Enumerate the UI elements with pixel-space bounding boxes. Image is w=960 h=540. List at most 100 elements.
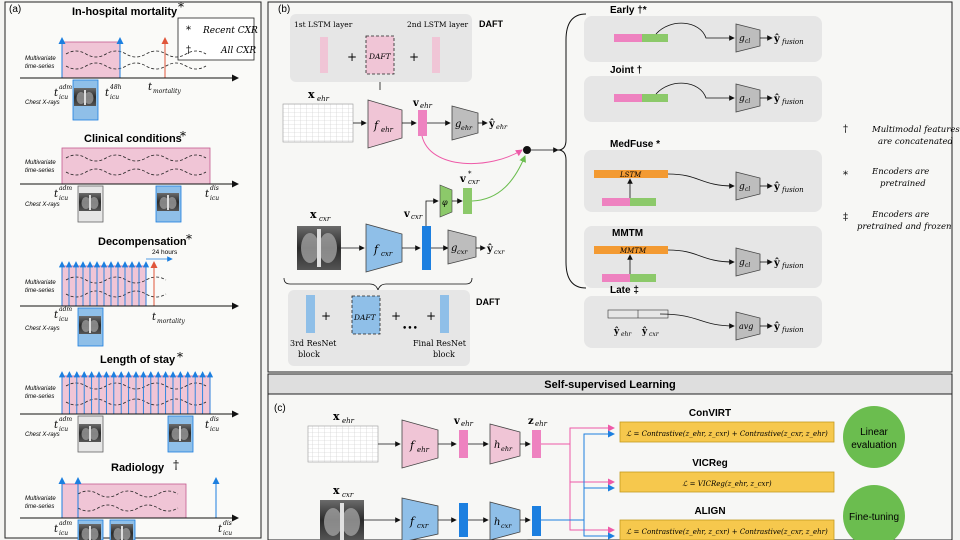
ssl-h-ehr-label: h <box>494 440 500 451</box>
ssl-method-name: VICReg <box>692 458 728 469</box>
phi-projection <box>439 184 453 218</box>
ssl-loss-box <box>619 471 835 493</box>
ts-label: time-series <box>25 504 54 510</box>
note-line: pretrained <box>880 179 926 189</box>
ssl-x-ehr: x <box>333 410 340 423</box>
t-adm: t <box>54 524 59 535</box>
plus: + <box>409 50 419 64</box>
ts-label: Multivariate <box>25 280 56 286</box>
t-dis-sub: icu <box>210 195 219 202</box>
note-line: are concatenated <box>878 137 953 147</box>
ts-label: time-series <box>25 394 54 400</box>
plus: + <box>347 50 357 64</box>
hourly-arrows <box>58 371 214 414</box>
task-title: Decompensation <box>98 236 187 248</box>
panel-a-legend: * Recent CXR † All CXR <box>177 17 258 61</box>
x-cxr: x <box>310 208 317 221</box>
classifier-head <box>735 247 761 277</box>
y-cxr-sub: cxr <box>494 248 505 256</box>
fusion-node <box>523 146 531 154</box>
f-cxr-sub: cxr <box>381 250 393 258</box>
g-ehr: g <box>455 119 461 130</box>
note-symbol: ‡ <box>843 212 848 223</box>
t-dis: t <box>205 189 210 200</box>
note-line: Multimodal features <box>871 125 960 135</box>
v-cxr-sub: cxr <box>411 213 423 221</box>
legend-star-symbol: * <box>186 25 191 36</box>
classifier-head <box>735 23 761 53</box>
v-ehr-vector <box>418 110 427 136</box>
ssl-ehr-encoder <box>401 419 439 469</box>
fusion-inner-label: MMTM <box>619 247 647 255</box>
task-title: In-hospital mortality <box>72 6 178 18</box>
t-adm-sup: adm <box>59 520 72 527</box>
panel-a: (a) * Recent CXR † All CXR In-hospital m… <box>4 0 262 540</box>
ssl-h-cxr <box>489 501 521 540</box>
y-fusion-sub: fusion <box>781 326 804 334</box>
v-cxr-star-vector <box>463 188 472 214</box>
ssl-f-ehr: f <box>409 439 416 452</box>
ssl-ehr-table <box>307 425 379 463</box>
v-cxr-star: v <box>459 174 467 185</box>
resnet-last: Final ResNet <box>413 339 467 348</box>
ssl-h-ehr-sub: ehr <box>501 445 513 453</box>
fusion-name: Joint † <box>610 65 642 76</box>
g-cl-sub: cl <box>745 186 750 193</box>
ssl-z-ehr-sub: ehr <box>535 420 548 428</box>
ts-label: Multivariate <box>25 160 56 166</box>
v-cxr-vector <box>422 226 431 270</box>
ssl-loss-box <box>619 519 835 540</box>
task-title: Clinical conditions <box>84 133 182 145</box>
legend-star-text: Recent CXR <box>202 26 258 36</box>
resnet-first: 3rd ResNet <box>290 339 337 348</box>
t-adm-sup: adm <box>59 185 72 192</box>
fusion-name: MedFuse * <box>610 139 660 150</box>
f-ehr-sub: ehr <box>381 126 394 134</box>
panel-a-label: (a) <box>9 4 21 15</box>
fusion-box <box>584 296 822 348</box>
task-mark: * <box>186 232 192 246</box>
g-cl: g <box>739 258 745 268</box>
y-cxr: ŷ <box>486 244 494 255</box>
cxr-pathway: x cxr f cxr v cxr φ v cxr * <box>283 155 526 292</box>
ehr-encoder <box>367 99 403 149</box>
legend-dagger-symbol: † <box>186 45 191 56</box>
cxr-label: Chest X-rays <box>25 326 60 332</box>
g-cxr-head <box>447 229 477 265</box>
fusion-box <box>584 76 822 122</box>
ssl-loss-formula: ℒ = Contrastive(z_ehr, z_cxr) + Contrast… <box>626 528 828 536</box>
cxr-label: Chest X-rays <box>25 202 60 208</box>
ehr-table-image <box>282 103 354 143</box>
ehr-pathway: x ehr f ehr v ehr g ehr ŷ ehr <box>282 88 523 165</box>
y-fusion: ŷ <box>773 258 781 269</box>
task-title: Radiology <box>111 462 165 474</box>
ssl-loss-formula: ℒ = Contrastive(z_ehr, z_cxr) + Contrast… <box>626 430 828 438</box>
fusion-name: MMTM <box>612 228 643 239</box>
task-mark: * <box>177 350 183 364</box>
ssl-header: Self-supervised Learning <box>544 379 675 391</box>
ssl-z-cxr: z <box>527 537 533 540</box>
ts-label: time-series <box>25 64 54 70</box>
ts-label: Multivariate <box>25 496 56 502</box>
y-fusion-sub: fusion <box>781 186 804 194</box>
hours-label: 24 hours <box>152 249 178 256</box>
ssl-v-ehr-sub: ehr <box>461 420 474 428</box>
late-y-cxr: ŷ <box>641 326 648 337</box>
ssl-z-cxr-vector <box>532 506 541 536</box>
fine-tuning-circle: Fine-tuning <box>843 485 905 540</box>
classifier-head <box>735 83 761 113</box>
y-fusion-sub: fusion <box>781 262 804 270</box>
ssl-x-cxr: x <box>333 484 340 497</box>
ssl-v-ehr: v <box>453 416 461 427</box>
g-cl: g <box>739 34 745 44</box>
t-dis-sup: dis <box>223 520 232 527</box>
phi: φ <box>442 198 448 207</box>
note-symbol: † <box>843 124 848 135</box>
ssl-cxr-encoder <box>401 497 439 540</box>
late-y-ehr-sub: ehr <box>621 331 632 338</box>
ellipsis: ••• <box>402 324 418 334</box>
t-48h-sup: 48h <box>109 84 122 91</box>
